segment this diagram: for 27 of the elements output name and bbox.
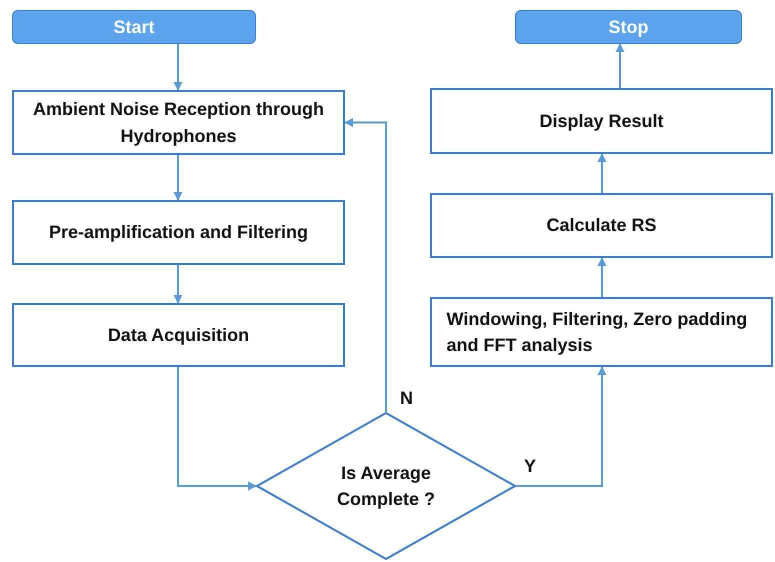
terminal-box [515,10,742,44]
arrow [344,118,387,412]
process-text: Calculate RS [546,214,657,238]
decision-diamond [256,412,516,560]
arrow [598,153,606,193]
process-text: Data Acquisition [108,324,250,347]
arrow [616,43,624,88]
arrow [516,366,606,487]
process-box [430,193,773,258]
process-box [12,90,345,155]
process-box [12,200,345,265]
process-box [430,297,773,367]
process-text: Display Result [539,110,664,133]
arrow [174,265,182,304]
arrow [177,367,257,490]
decision-text: Is Average Complete ? [336,462,436,511]
process-text: Pre-amplification and Filtering [48,221,308,244]
arrow [598,257,606,297]
process-box [430,88,773,154]
process-box [12,303,345,367]
process-text: Ambient Noise Reception through Hydrophones [32,98,325,148]
process-text: Windowing, Filtering, Zero padding and FFT analysis [446,308,748,357]
terminal-label: Start [113,16,154,39]
arrow [174,155,182,201]
terminal-box [12,10,256,44]
terminal-label: Stop [608,16,648,39]
arrow [174,44,182,91]
